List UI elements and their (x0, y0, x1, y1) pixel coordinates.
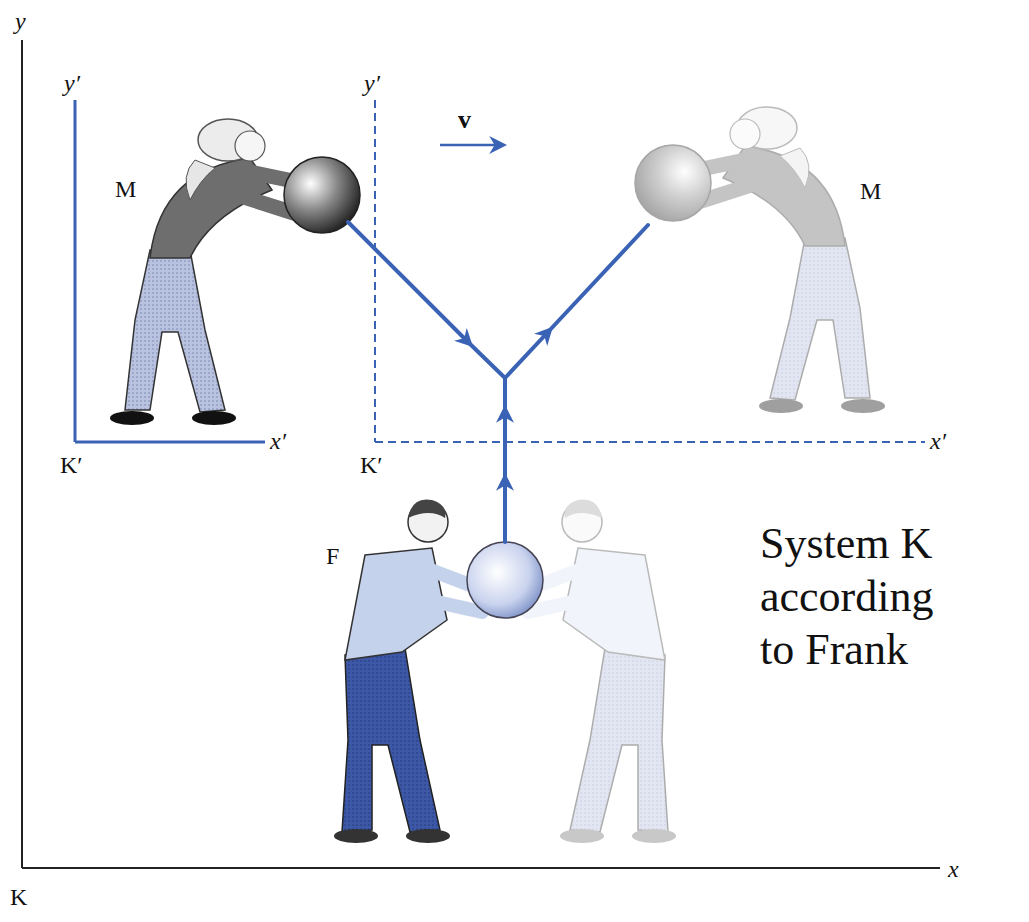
axis-label: F (326, 543, 339, 569)
ball-trajectory (348, 222, 648, 542)
velocity-arrow (440, 144, 500, 147)
frame-k-axes (22, 40, 940, 868)
frame-k-prime-dashed (375, 100, 925, 442)
axis-label: M (115, 176, 136, 202)
frame-k-prime-axes (75, 100, 265, 442)
mary-figure-later (635, 107, 885, 413)
mary-figure (110, 119, 360, 425)
velocity-label: v (458, 106, 471, 135)
axis-label: x (948, 856, 959, 882)
axis-label: x′ (270, 428, 286, 454)
frank-figure (334, 499, 482, 843)
axis-label: M (860, 178, 881, 204)
axis-label: x′ (930, 428, 946, 454)
axis-label: K′ (360, 452, 383, 478)
frank-figure-ghost (528, 499, 676, 843)
axis-label: K (10, 884, 27, 910)
axis-label: y′ (364, 70, 380, 96)
figure-caption: System K according to Frank (760, 518, 965, 676)
axis-label: K′ (60, 452, 83, 478)
frank-ball (467, 542, 543, 618)
axis-label: y′ (64, 70, 80, 96)
axis-label: y (15, 8, 26, 34)
